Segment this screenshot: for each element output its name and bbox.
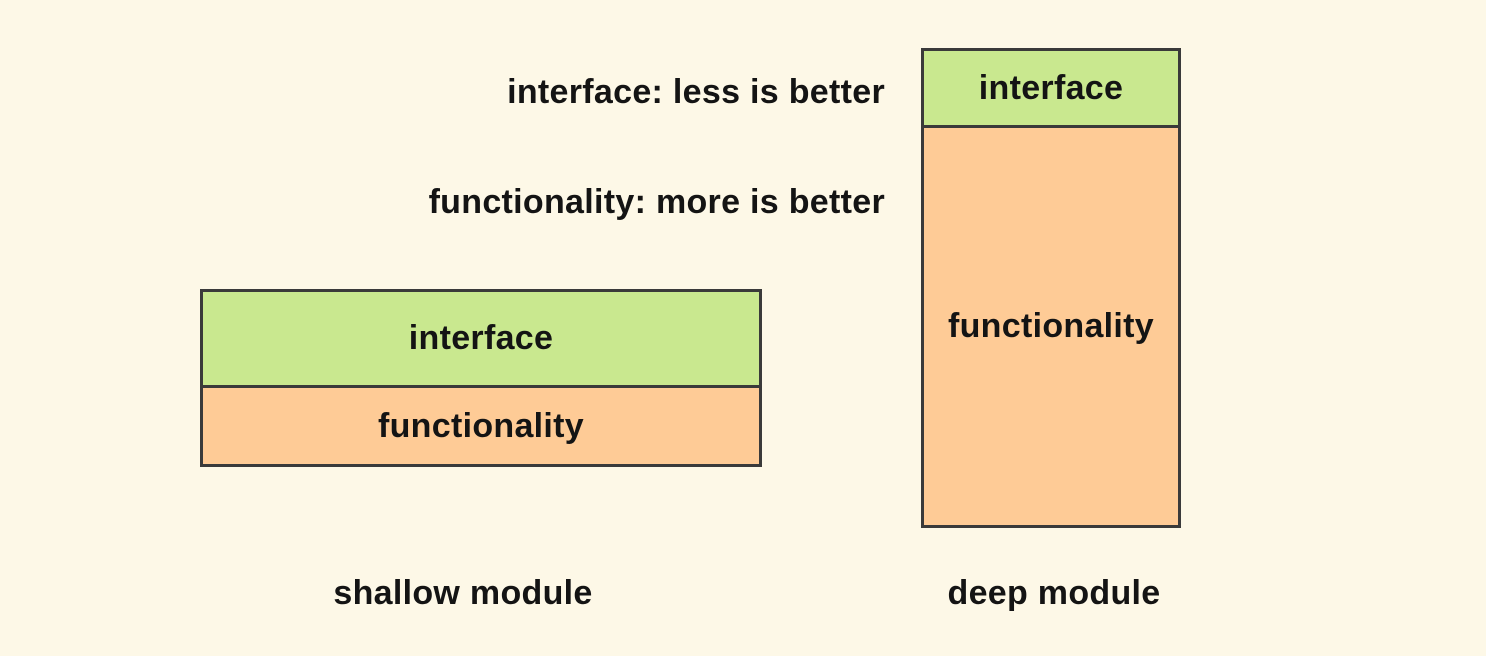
- deep-module-caption: deep module: [947, 574, 1161, 612]
- shallow-module-caption: shallow module: [333, 574, 593, 612]
- deep-module-box: interface functionality: [921, 48, 1181, 528]
- deep-module-interface-section: interface: [924, 51, 1178, 128]
- interface-annotation: interface: less is better: [507, 73, 885, 111]
- deep-module-functionality-section: functionality: [924, 128, 1178, 525]
- shallow-module-box: interface functionality: [200, 289, 762, 467]
- functionality-annotation: functionality: more is better: [428, 183, 885, 221]
- shallow-module-interface-section: interface: [203, 292, 759, 388]
- shallow-module-functionality-section: functionality: [203, 388, 759, 464]
